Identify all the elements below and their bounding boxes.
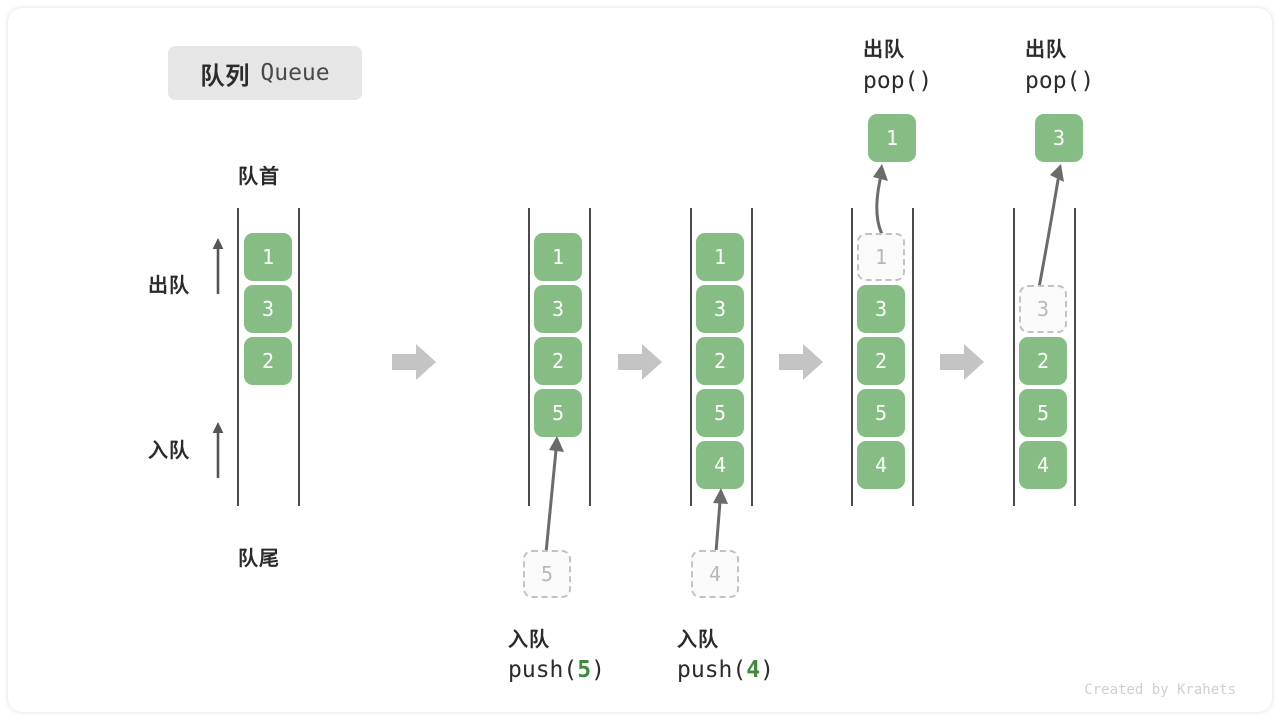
ghost-cell-pop-3: 3 [1019, 285, 1067, 333]
queue-cell: 2 [857, 337, 905, 385]
label-pop-3-cn: 出队 [1025, 39, 1067, 61]
queue-cell: 1 [244, 233, 292, 281]
queue-cell: 2 [696, 337, 744, 385]
up-arrow-icon-enqueue [212, 422, 224, 478]
queue-cell: 4 [1019, 441, 1067, 489]
queue-cell: 5 [534, 389, 582, 437]
push-5-value: 5 [577, 657, 592, 683]
queue-cell: 4 [857, 441, 905, 489]
right-block-arrow-icon [779, 344, 823, 380]
queue-cell: 3 [696, 285, 744, 333]
rail-right-col3 [751, 208, 753, 506]
title-chinese: 队列 [200, 62, 251, 90]
queue-cell: 1 [534, 233, 582, 281]
queue-cell: 2 [534, 337, 582, 385]
queue-cell: 5 [1019, 389, 1067, 437]
push-4-prefix: push( [677, 657, 747, 683]
label-enqueue: 入队 [148, 440, 190, 462]
title-badge: 队列 Queue [168, 46, 362, 100]
label-rear: 队尾 [238, 548, 280, 570]
label-front: 队首 [238, 166, 280, 188]
label-push-4-cn: 入队 [677, 629, 719, 651]
push-5-prefix: push( [508, 657, 578, 683]
label-pop-1-cn: 出队 [863, 39, 905, 61]
push-arrow-icon-5 [544, 436, 564, 555]
queue-cell: 3 [244, 285, 292, 333]
rail-right-col5 [1074, 208, 1076, 506]
rail-left-col4 [851, 208, 853, 506]
rail-right-col1 [298, 208, 300, 506]
label-pop-3-fn: pop() [1025, 68, 1095, 94]
pop-arrow-icon-3 [1036, 164, 1064, 295]
push-5-suffix: ) [591, 657, 605, 683]
right-block-arrow-icon [392, 344, 436, 380]
rail-left-col3 [690, 208, 692, 506]
queue-cell: 1 [696, 233, 744, 281]
ghost-cell-pop-1: 1 [857, 233, 905, 281]
rail-left-col5 [1013, 208, 1015, 506]
label-dequeue: 出队 [148, 275, 190, 297]
label-push-4-fn: push(4) [677, 657, 774, 683]
title-english: Queue [260, 60, 330, 86]
queue-cell: 3 [857, 285, 905, 333]
right-block-arrow-icon [618, 344, 662, 380]
pop-arrow-icon-1 [873, 164, 888, 240]
credit-text: Created by Krahets [1084, 682, 1236, 698]
push-4-value: 4 [746, 657, 761, 683]
rail-right-col4 [912, 208, 914, 506]
label-pop-1-fn: pop() [863, 68, 933, 94]
ghost-cell-push-5: 5 [523, 550, 571, 598]
queue-cell: 5 [696, 389, 744, 437]
popped-cell-1: 1 [868, 114, 916, 162]
push-arrow-icon-4 [713, 488, 728, 554]
rail-right-col2 [589, 208, 591, 506]
label-push-5-cn: 入队 [508, 629, 550, 651]
queue-cell: 2 [244, 337, 292, 385]
ghost-cell-push-4: 4 [691, 550, 739, 598]
right-block-arrow-icon [940, 344, 984, 380]
rail-left-col1 [237, 208, 239, 506]
queue-cell: 5 [857, 389, 905, 437]
popped-cell-3: 3 [1035, 114, 1083, 162]
queue-cell: 3 [534, 285, 582, 333]
queue-cell: 2 [1019, 337, 1067, 385]
up-arrow-icon-dequeue [212, 238, 224, 294]
rail-left-col2 [528, 208, 530, 506]
queue-cell: 4 [696, 441, 744, 489]
push-4-suffix: ) [760, 657, 774, 683]
label-push-5-fn: push(5) [508, 657, 605, 683]
